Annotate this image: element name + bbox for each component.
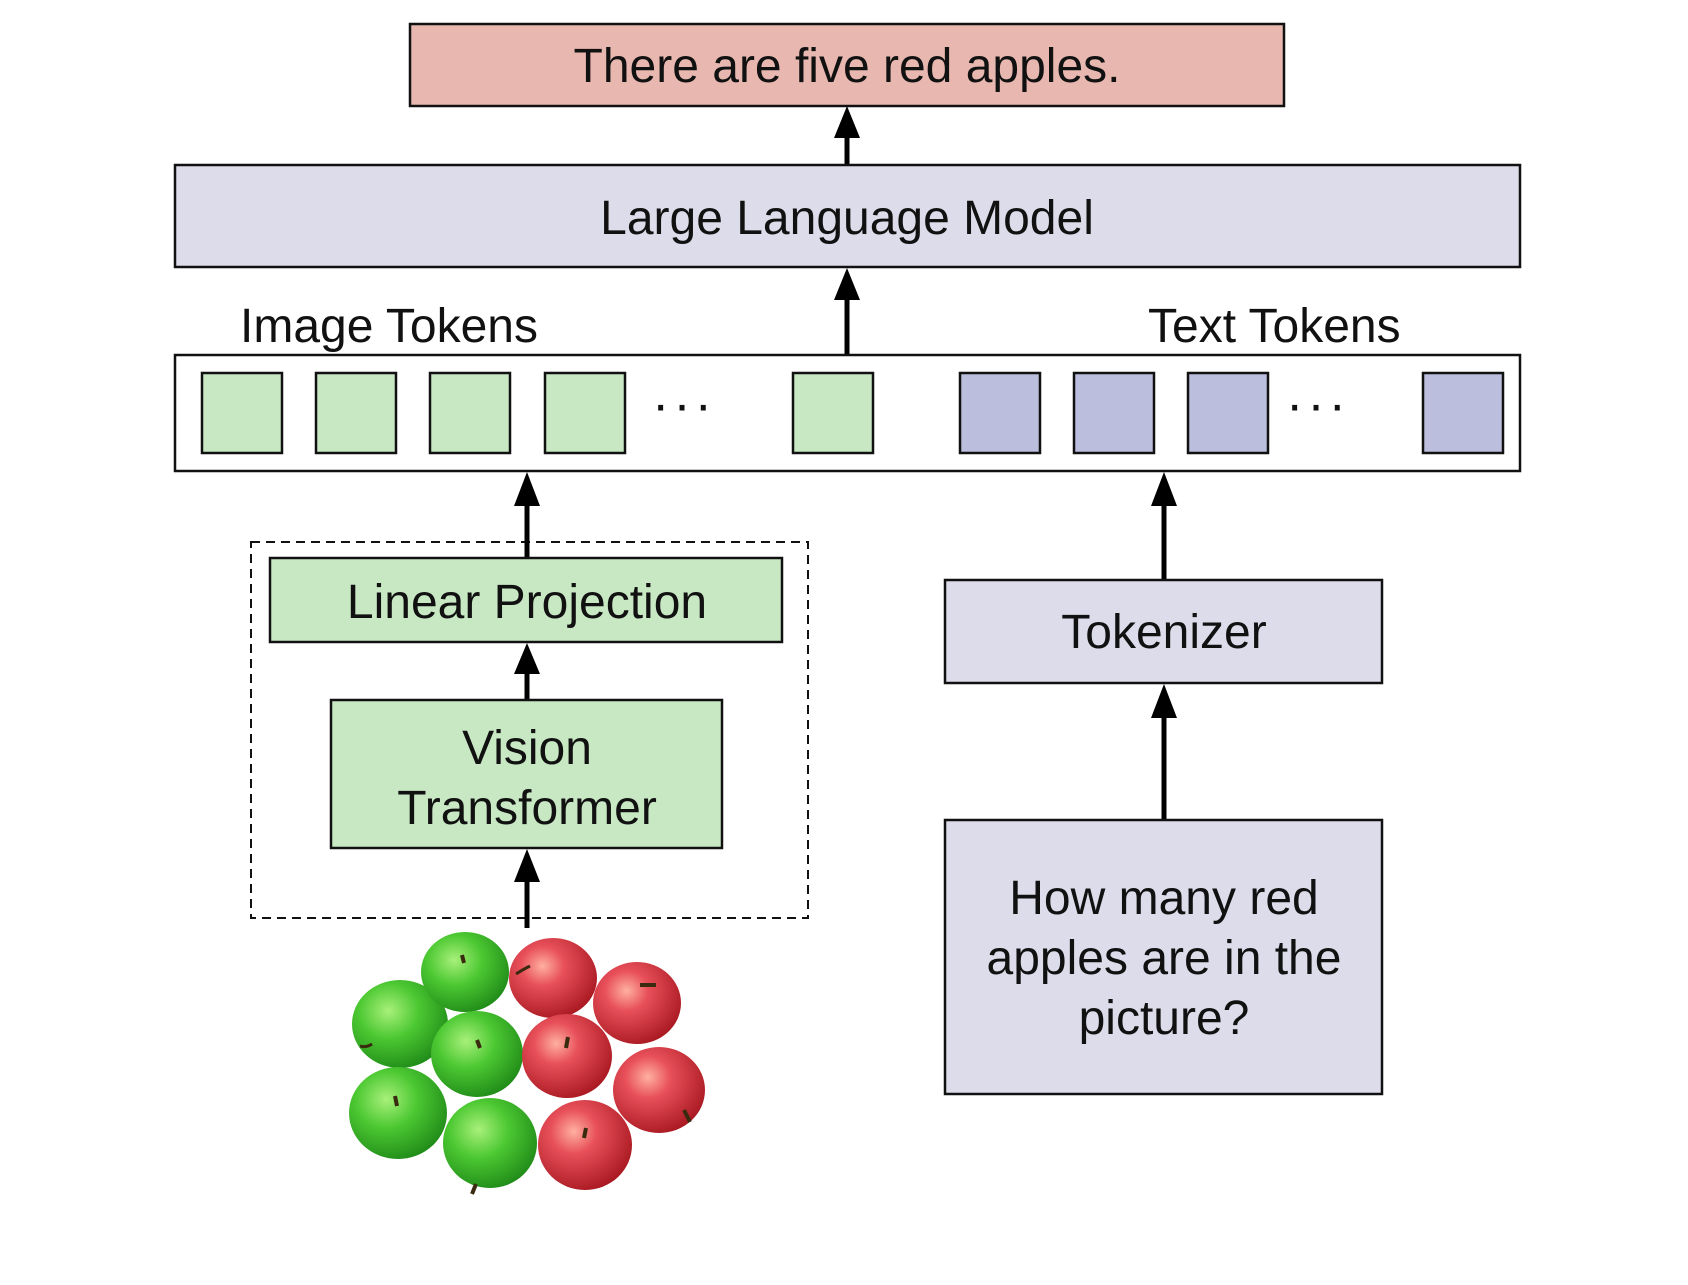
llm-box [173, 163, 1522, 269]
tokenizer-label: Tokenizer [1061, 606, 1266, 659]
image-token [200, 371, 284, 455]
arrow-question-to-tokenizer [1151, 684, 1177, 820]
text-tokens-label: Text Tokens [1148, 300, 1401, 353]
green-apple [349, 1067, 447, 1159]
question-line1: How many red [1009, 872, 1318, 925]
image-token [791, 371, 875, 455]
text-token [1072, 371, 1156, 455]
green-apple [352, 980, 448, 1068]
red-apple [509, 938, 597, 1018]
llm-label: Large Language Model [600, 192, 1094, 245]
green-apple [421, 932, 509, 1012]
green-apple [431, 1011, 523, 1097]
output-box [408, 22, 1286, 108]
green-apple [443, 1098, 537, 1195]
arrow-vit-to-projection [514, 643, 540, 700]
text-token-ellipsis: ··· [1286, 376, 1350, 434]
linear-projection-label: Linear Projection [347, 576, 707, 629]
vision-transformer-label-line1: Vision [462, 722, 592, 775]
apples-image-icon [349, 932, 705, 1195]
image-token [543, 371, 627, 455]
image-tokens-label: Image Tokens [240, 300, 538, 353]
red-apple [522, 1014, 612, 1098]
tokenizer-box [943, 578, 1384, 685]
vision-transformer-box [329, 698, 724, 850]
arrow-projection-to-image-tokens [514, 472, 540, 558]
text-token [1186, 371, 1270, 455]
image-token [314, 371, 398, 455]
question-box [943, 818, 1384, 1096]
arrow-tokenizer-to-text-tokens [1151, 472, 1177, 580]
linear-projection-box [268, 556, 784, 644]
text-token [1421, 371, 1505, 455]
arrow-llm-to-output [834, 106, 860, 165]
image-token-ellipsis: ··· [652, 376, 716, 434]
red-apple [593, 962, 681, 1044]
question-line3: picture? [1079, 992, 1250, 1045]
image-token [428, 371, 512, 455]
question-line2: apples are in the [987, 932, 1342, 985]
output-text: There are five red apples. [574, 40, 1121, 93]
vision-transformer-label-line2: Transformer [397, 782, 657, 835]
text-token [958, 371, 1042, 455]
arrow-tokens-to-llm [834, 268, 860, 355]
red-apple [613, 1047, 705, 1133]
red-apple [538, 1100, 632, 1190]
arrow-image-to-vit [514, 849, 540, 928]
